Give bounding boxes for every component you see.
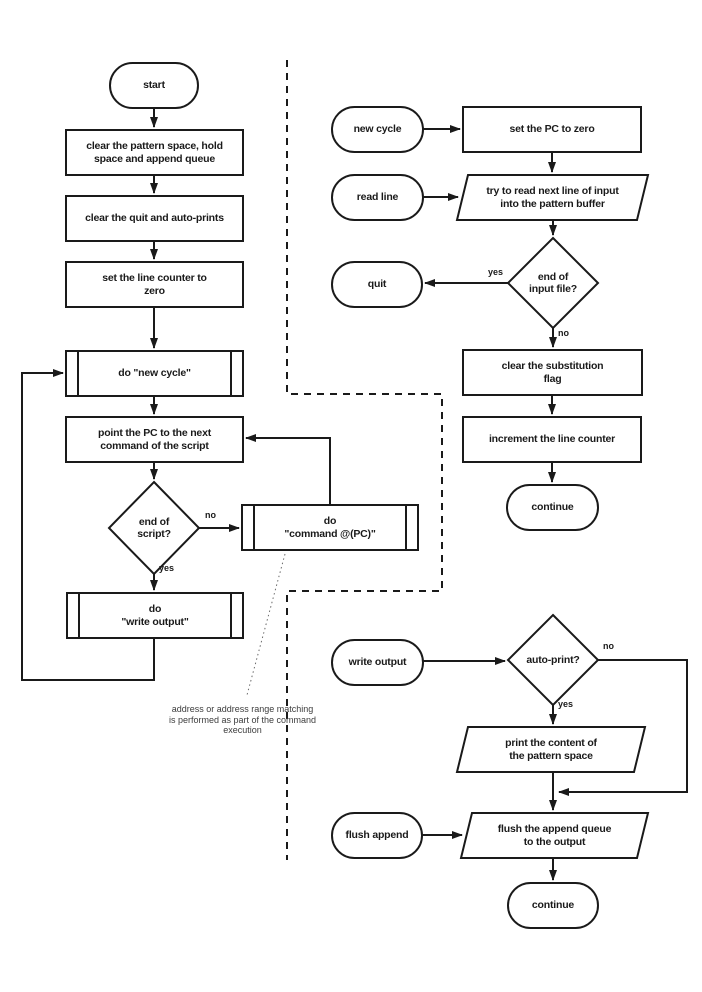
do-new-cycle-side-bars	[77, 351, 232, 396]
clear-spaces-process-shape	[65, 129, 244, 176]
do-command-predefined-shape	[241, 504, 419, 551]
end-of-input-decision-shape	[506, 236, 600, 330]
clear-subst-process-shape	[462, 349, 643, 396]
address-matching-annotation: address or address range matching is per…	[168, 704, 317, 735]
do-new-cycle-predefined-shape	[65, 350, 244, 397]
do-command-side-bars	[253, 505, 407, 550]
edge-auto-print-no-bypass	[558, 659, 688, 796]
region-divider-dashed-line	[286, 60, 443, 860]
annotation-leader-dotted-line	[246, 553, 286, 696]
set-pc-process-shape	[462, 106, 642, 153]
print-pattern-io-shape	[455, 726, 647, 773]
write-output-entry-terminator-shape	[331, 639, 424, 686]
quit-terminator-shape	[331, 261, 423, 308]
do-write-output-predefined-shape	[66, 592, 244, 639]
clear-flags-process-shape	[65, 195, 244, 242]
edge-write-output-loop-back	[21, 369, 155, 681]
continue-output-terminator-shape	[507, 882, 599, 929]
new-cycle-entry-terminator-shape	[331, 106, 424, 153]
point-pc-process-shape	[65, 416, 244, 463]
start-terminator-shape	[109, 62, 199, 109]
auto-print-decision-shape	[506, 613, 600, 707]
flush-append-entry-terminator-shape	[331, 812, 423, 859]
try-read-io-shape	[455, 174, 650, 221]
increment-counter-process-shape	[462, 416, 642, 463]
edge-do-command-to-point-pc	[245, 434, 331, 505]
read-line-entry-terminator-shape	[331, 174, 424, 221]
flush-queue-io-shape	[459, 812, 650, 859]
continue-cycle-terminator-shape	[506, 484, 599, 531]
end-of-script-decision-shape	[107, 480, 201, 576]
do-write-output-side-bars	[78, 593, 232, 638]
set-counter-process-shape	[65, 261, 244, 308]
